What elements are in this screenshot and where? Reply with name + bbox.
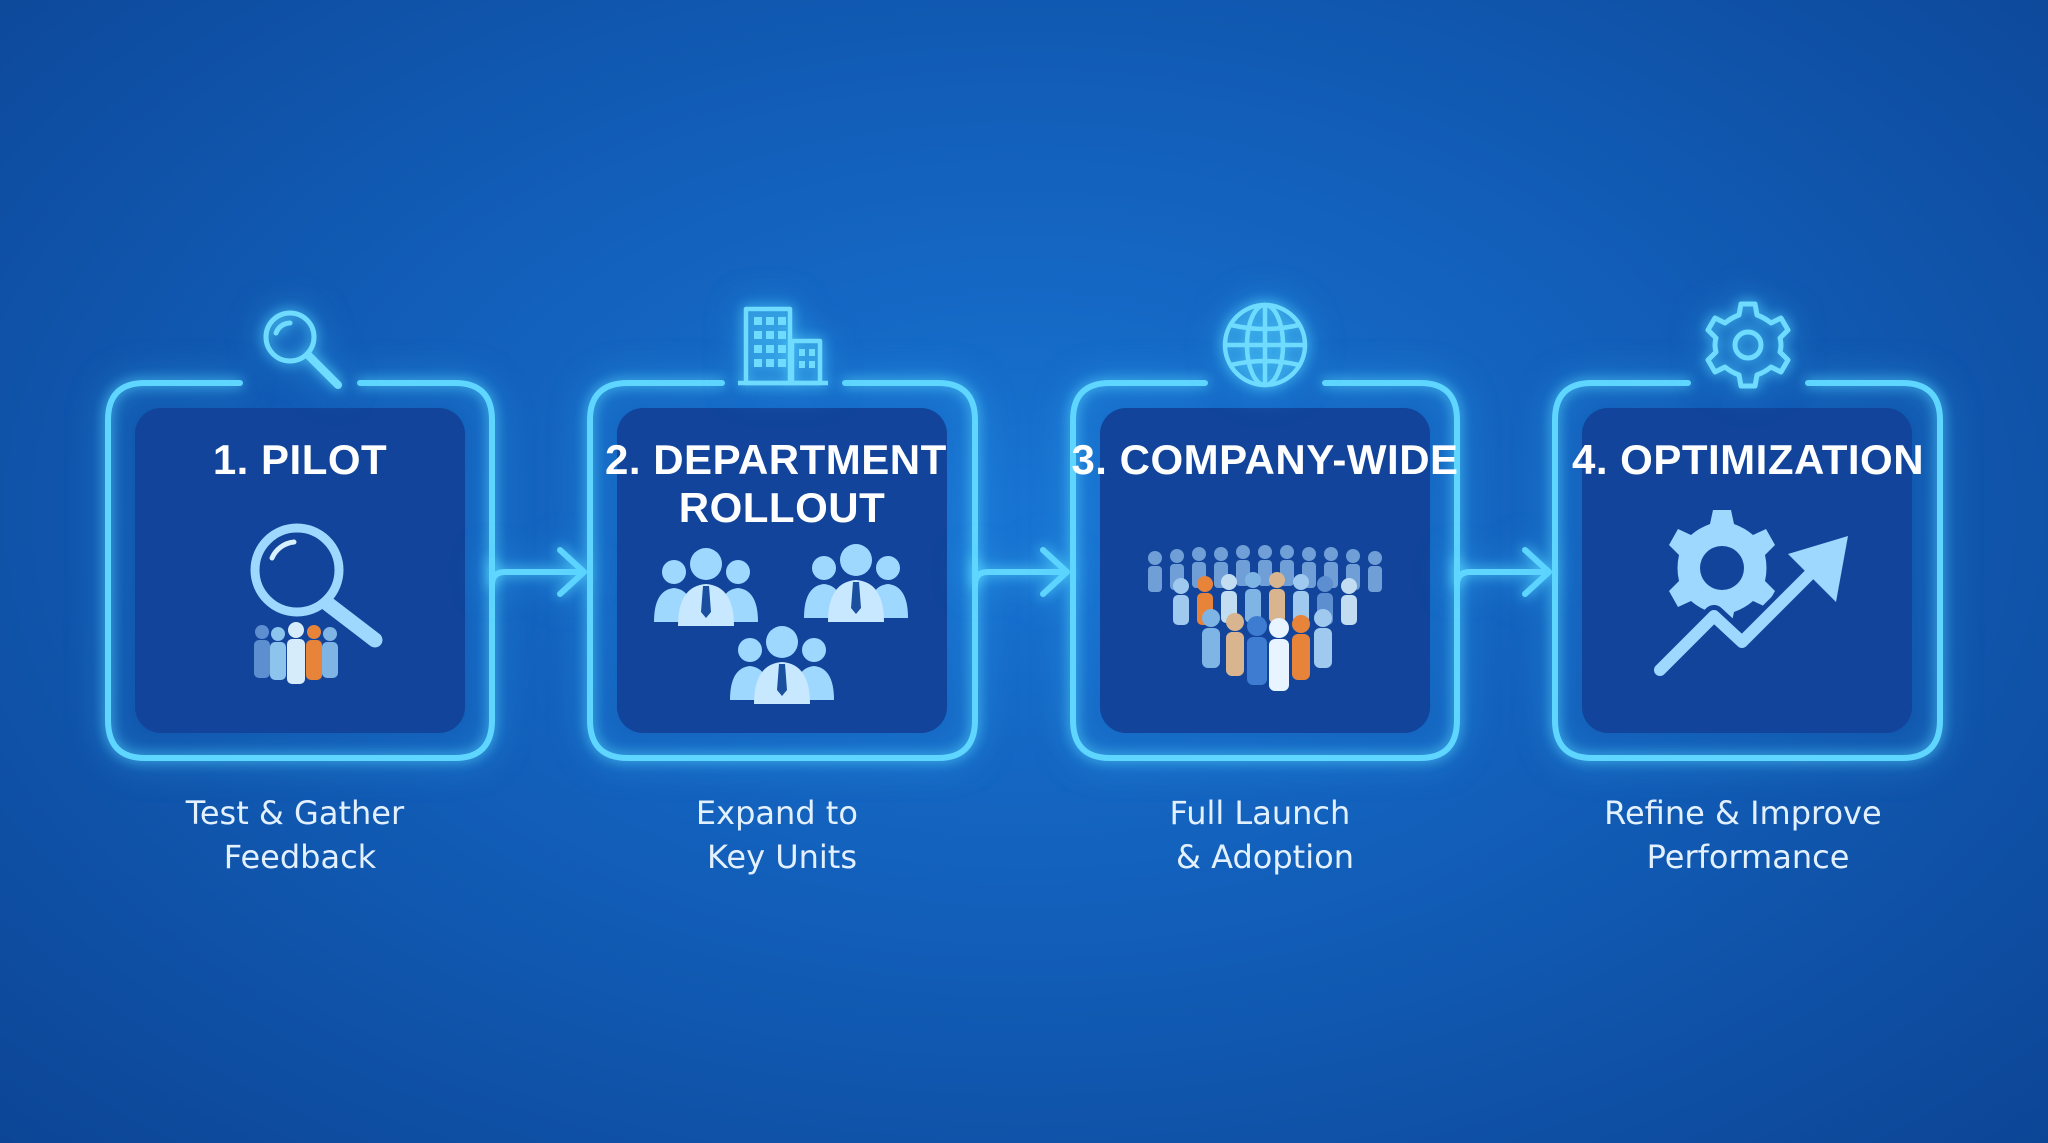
team-group-left [654, 548, 758, 626]
team-group-bottom [730, 626, 834, 704]
step-3-frame [1070, 380, 1460, 761]
step-1-card [135, 408, 465, 733]
step-2: 2. DEPARTMENT ROLLOUT [587, 306, 978, 876]
people-group-small [254, 622, 338, 684]
building-icon [738, 306, 828, 386]
crowd-icon [1148, 545, 1382, 691]
step-1-title: 1. PILOT [213, 436, 387, 483]
step-1-description: Test & Gather Feedback [185, 794, 415, 876]
gear-shape [1669, 510, 1775, 626]
step-2-frame [587, 380, 978, 761]
step-2-card [617, 408, 947, 733]
step-2-title: 2. DEPARTMENT ROLLOUT [605, 436, 959, 531]
growth-arrow [1652, 536, 1848, 678]
step-3: 3. COMPANY-WIDE [1070, 302, 1460, 876]
step-4-title: 4. OPTIMIZATION [1572, 436, 1924, 483]
step-2-description: Expand to Key Units [696, 794, 868, 876]
step-4-description: Refine & Improve Performance [1604, 794, 1892, 876]
step-1-frame [105, 380, 495, 761]
step-3-title: 3. COMPANY-WIDE [1071, 436, 1458, 483]
connector-arrow-2 [972, 547, 1070, 597]
team-groups-icon [654, 544, 908, 704]
magnifier-people-icon [250, 523, 383, 684]
gear-icon [1705, 301, 1791, 389]
crowd-middle-row [1173, 572, 1357, 625]
gear-growth-arrow-icon [1652, 510, 1848, 678]
step-4: 4. OPTIMIZATION Refine & Improve Perform… [1552, 301, 1943, 876]
connector-arrow-1 [489, 547, 587, 597]
crowd-front-row [1202, 609, 1332, 691]
step-3-description: Full Launch & Adoption [1170, 794, 1361, 876]
step-1: 1. PILOT Test & Gather Feedback [105, 310, 495, 876]
team-group-right [804, 544, 908, 622]
magnifier-icon [263, 310, 342, 389]
step-4-frame [1552, 380, 1943, 761]
globe-icon [1222, 302, 1308, 388]
connector-arrow-3 [1454, 547, 1552, 597]
